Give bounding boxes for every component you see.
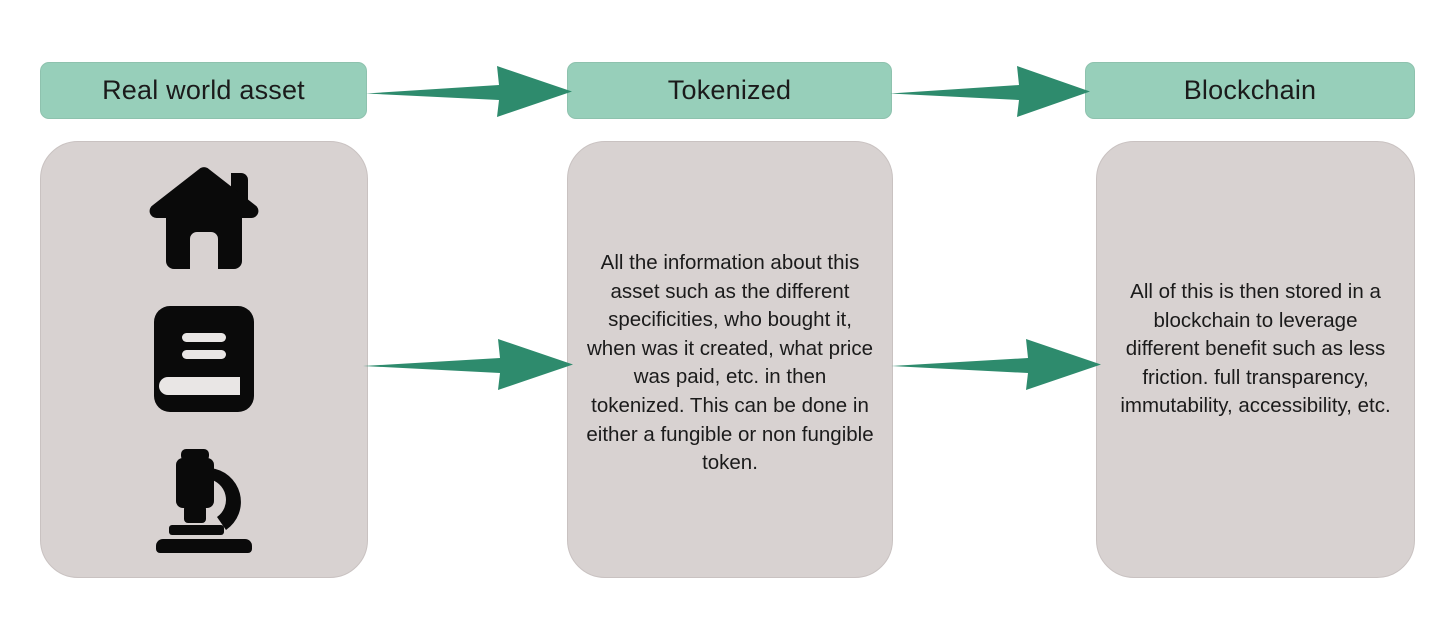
arrow-real-world-asset-to-tokenized-body <box>363 336 573 392</box>
book-icon <box>154 306 254 412</box>
asset-icon-stack <box>41 142 367 577</box>
stage-header-label: Blockchain <box>1183 75 1317 105</box>
stage-card-blockchain: All of this is then stored in a blockcha… <box>1096 141 1415 578</box>
stage-header-label: Tokenized <box>667 75 792 105</box>
arrow-tokenized-to-blockchain-body <box>891 336 1101 392</box>
microscope-icon <box>151 449 257 553</box>
stage-header-blockchain[interactable]: Blockchain <box>1085 62 1415 119</box>
stage-header-label: Real world asset <box>102 75 305 105</box>
house-icon <box>148 165 260 271</box>
stage-body-text: All of this is then stored in a blockcha… <box>1120 280 1391 418</box>
stage-card-tokenized: All the information about this asset suc… <box>567 141 893 578</box>
arrow-tokenized-to-blockchain-header <box>890 62 1090 120</box>
stage-header-real-world-asset[interactable]: Real world asset <box>40 62 367 119</box>
arrow-real-world-asset-to-tokenized-header <box>366 62 572 120</box>
stage-body-text: All the information about this asset suc… <box>586 251 874 475</box>
stage-card-real-world-asset <box>40 141 368 578</box>
stage-header-tokenized[interactable]: Tokenized <box>567 62 892 119</box>
